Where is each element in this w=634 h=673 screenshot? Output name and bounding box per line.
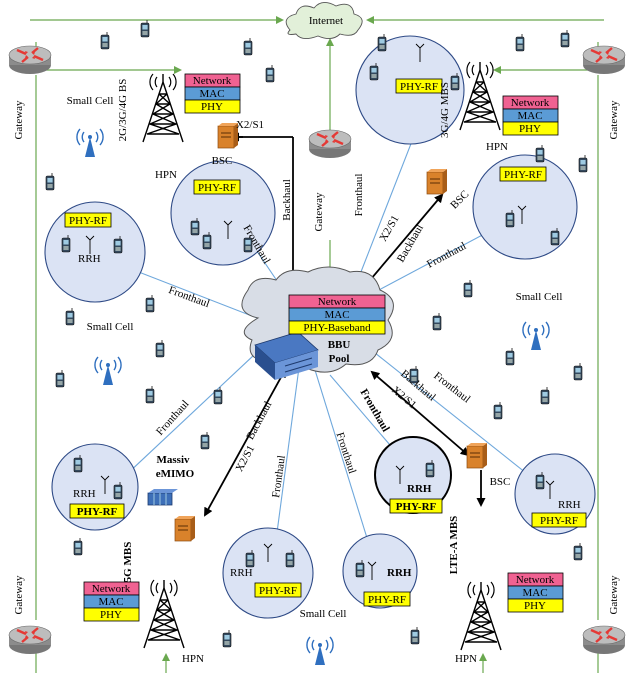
- x2s1-label-1: X2/S1: [236, 119, 264, 131]
- phy-rf-2: PHY-RF: [69, 215, 107, 227]
- bsc-3g: [426, 168, 448, 195]
- fronthaul-label-top: Fronthaul: [353, 174, 365, 217]
- gateway-label-center: Gateway: [313, 192, 325, 232]
- rrh-label-1: RRH: [78, 253, 101, 265]
- gateway-router-center: [307, 128, 353, 160]
- bbu-pool-label-2: Pool: [329, 353, 350, 365]
- gateway-label-tl: Gateway: [13, 100, 25, 140]
- bsc-label-1: BSC: [212, 155, 233, 167]
- massive-mimo-label-2: eMIMO: [156, 468, 195, 480]
- phy-rf-4: PHY-RF: [504, 169, 542, 181]
- phy-rf-boxes: [64, 78, 587, 607]
- tower-ltea: [460, 581, 502, 651]
- stack-ltea-network: Network: [516, 574, 555, 586]
- phy-rf-5: PHY-RF: [77, 506, 118, 518]
- massive-mimo-array-icon: [147, 489, 178, 506]
- small-cell-label-3: Small Cell: [516, 291, 563, 303]
- stack-ltea: Network MAC PHY: [507, 572, 564, 613]
- small-cell-label-1: Small Cell: [67, 95, 114, 107]
- gateway-router-bl: [7, 624, 53, 656]
- bbu-server-icon: [254, 331, 319, 380]
- bsc-ltea: [466, 442, 488, 469]
- gateway-router-br: [581, 624, 627, 656]
- rrh-label-5: RRH: [230, 567, 253, 579]
- phy-rf-6: PHY-RF: [396, 501, 437, 513]
- small-cell-icon-3: [522, 321, 550, 351]
- fronthaul-label-br: Fronthaul: [431, 370, 472, 406]
- backhaul-links: [204, 132, 486, 517]
- tower-3g4g-label: 3G/4G MBS: [439, 82, 451, 138]
- stack-ltea-phy: PHY: [524, 600, 546, 612]
- rrh-label-3: RRH: [407, 483, 432, 495]
- hpn-label-1: HPN: [155, 169, 177, 181]
- gateway-label-br: Gateway: [608, 575, 620, 615]
- small-cell-label-4: Small Cell: [300, 608, 347, 620]
- stack-3g-mac: MAC: [517, 110, 542, 122]
- fronthaul-label-b2: Fronthaul: [334, 431, 359, 475]
- gateway-label-bl: Gateway: [13, 575, 25, 615]
- small-cell-icon-1: [76, 128, 104, 158]
- rrh-label-4: RRH: [558, 499, 581, 511]
- stack-3g-phy: PHY: [519, 123, 541, 135]
- backhaul-label-2: Backhaul: [395, 223, 426, 265]
- stack-5g-phy: PHY: [100, 609, 122, 621]
- bsc-5g: [174, 515, 196, 542]
- small-cell-label-2: Small Cell: [87, 321, 134, 333]
- tower-5g: [143, 579, 185, 649]
- x2s1-label-2: X2/S1: [377, 213, 401, 243]
- phy-rf-7: PHY-RF: [540, 515, 578, 527]
- phy-rf-3: PHY-RF: [400, 81, 438, 93]
- bsc-label-2: BSC: [448, 188, 471, 211]
- hpn-label-3: HPN: [182, 653, 204, 665]
- stack-3g-network: Network: [511, 97, 550, 109]
- bbu-mac-label: MAC: [324, 309, 349, 321]
- rrh-label-6: RRH: [387, 567, 412, 579]
- tower-5g-label: 5G MBS: [122, 542, 134, 583]
- rrh-label-2: RRH: [73, 488, 96, 500]
- phy-rf-9: PHY-RF: [368, 594, 406, 606]
- bsc-label-3: BSC: [490, 476, 511, 488]
- bbu-network-label: Network: [318, 296, 357, 308]
- small-cell-icon-2: [94, 356, 122, 386]
- stack-2g-network: Network: [193, 75, 232, 87]
- stack-5g-mac: MAC: [98, 596, 123, 608]
- phy-rf-8: PHY-RF: [259, 585, 297, 597]
- gateway-label-tr: Gateway: [608, 100, 620, 140]
- stack-2g-phy: PHY: [201, 101, 223, 113]
- tower-2g3g4g-label: 2G/3G/4G BS: [117, 79, 129, 142]
- massive-mimo-label-1: Massiv: [157, 454, 191, 466]
- tower-3g4g: [459, 61, 501, 131]
- fronthaul-label-b1: Fronthaul: [270, 455, 288, 499]
- stack-5g-network: Network: [92, 583, 131, 595]
- bbu-protocol-stack: Network MAC PHY-Baseband: [288, 294, 386, 335]
- tower-ltea-label: LTE-A MBS: [448, 516, 460, 575]
- backhaul-label-3: Backhaul: [244, 399, 274, 441]
- gateway-router-tr: [581, 44, 627, 76]
- stack-3g4g: Network MAC PHY: [502, 95, 559, 136]
- bbu-pool-label-1: BBU: [328, 339, 351, 351]
- stack-2g-mac: MAC: [199, 88, 224, 100]
- fronthaul-label-right: Fronthaul: [425, 240, 468, 271]
- stack-2g3g4g: Network MAC PHY: [184, 73, 241, 114]
- stack-ltea-mac: MAC: [522, 587, 547, 599]
- tower-2g3g4g: [142, 73, 184, 143]
- internet-label: Internet: [309, 15, 343, 27]
- gateway-router-tl: [7, 44, 53, 76]
- bbu-phy-label: PHY-Baseband: [303, 322, 371, 334]
- stack-5g: Network MAC PHY: [83, 581, 140, 622]
- hpn-label-2: HPN: [486, 141, 508, 153]
- hpn-label-4: HPN: [455, 653, 477, 665]
- internet-cloud: Internet: [285, 2, 363, 39]
- fronthaul-label-left: Fronthaul: [167, 284, 211, 310]
- phy-rf-1: PHY-RF: [198, 182, 236, 194]
- fronthaul-label-5g: Fronthaul: [154, 398, 192, 438]
- small-cell-icon-4: [306, 636, 334, 666]
- backhaul-label-1: Backhaul: [281, 179, 293, 221]
